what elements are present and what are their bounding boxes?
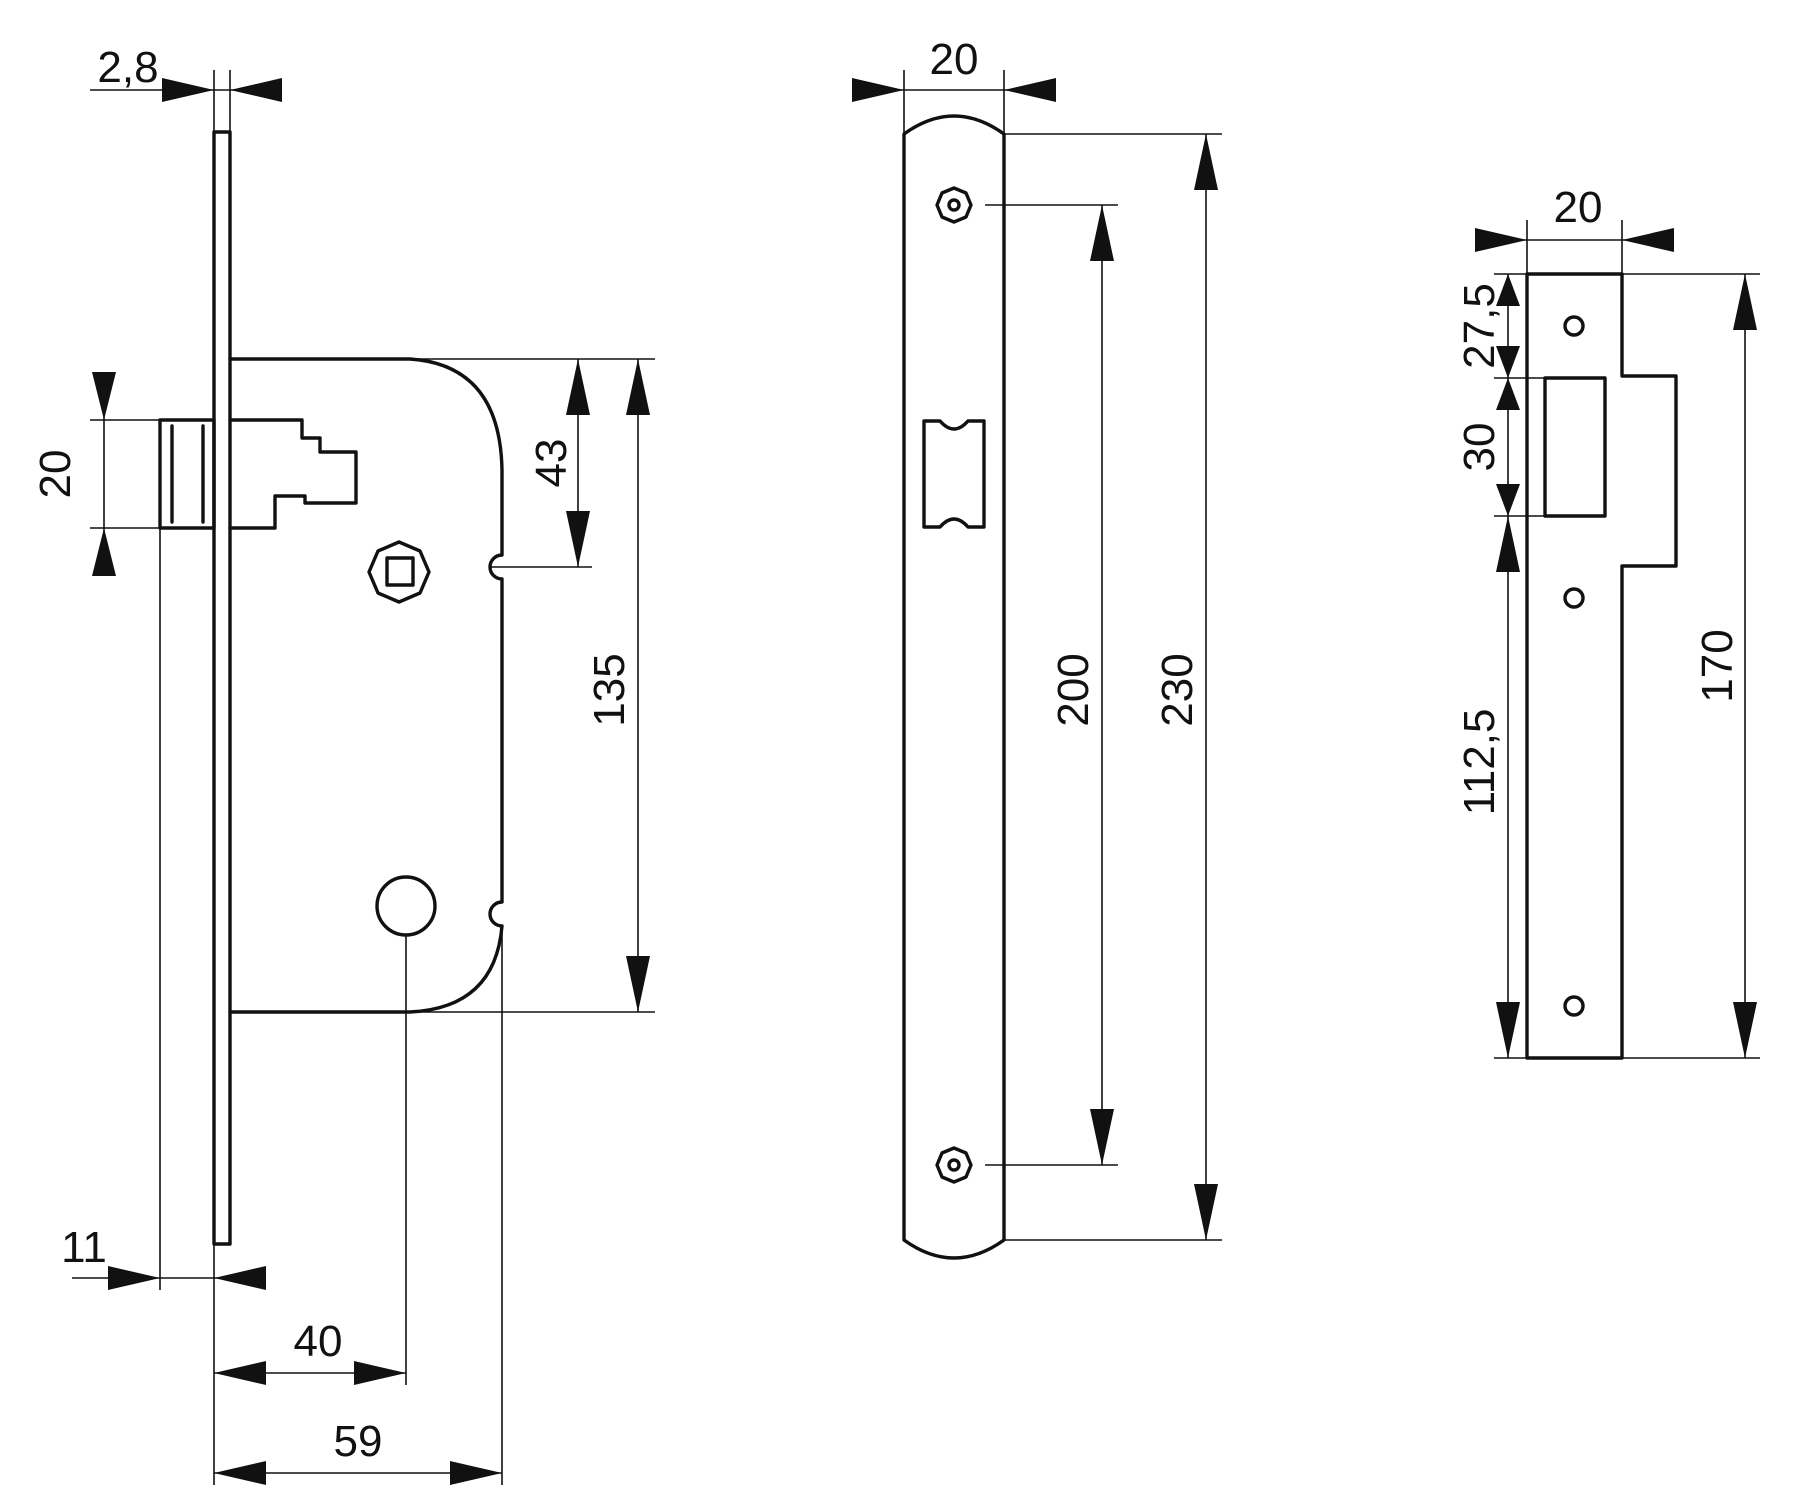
screw-top-icon (935, 186, 973, 224)
dim-strike-length: 170 (1693, 629, 1742, 702)
lock-case-outline (228, 357, 504, 1014)
dim-screw-spacing: 200 (1049, 653, 1098, 726)
dim-strike-top-to-opening: 27,5 (1455, 283, 1504, 369)
dim-front-plate-length: 230 (1153, 653, 1202, 726)
dim-front-plate-width: 20 (930, 35, 979, 84)
spindle-square-icon (385, 556, 415, 587)
dim-backset: 59 (334, 1417, 383, 1466)
spindle-follower-icon (367, 540, 431, 604)
strike-screw-middle-icon (1563, 587, 1585, 609)
latch-mechanism (228, 418, 358, 530)
strike-plate-view: 20 27,5 30 112,5 170 (1455, 183, 1760, 1060)
keyhole-icon (375, 875, 437, 937)
strike-screw-top-icon (1563, 315, 1585, 337)
strike-opening (1543, 376, 1607, 518)
lock-body-view: 2,8 20 43 135 11 40 59 (31, 43, 655, 1485)
front-plate-view: 20 200 230 (852, 35, 1222, 1260)
strike-screw-bottom-icon (1563, 995, 1585, 1017)
dim-strike-opening-height: 30 (1455, 423, 1504, 472)
latch-opening (922, 419, 986, 529)
screw-bottom-icon (935, 1146, 973, 1184)
lock-faceplate (212, 130, 232, 1246)
dim-keyhole-backset: 40 (294, 1317, 343, 1366)
dim-latch-height: 20 (31, 450, 80, 499)
dim-latch-projection: 11 (61, 1223, 107, 1272)
strike-plate-outline (1525, 272, 1678, 1060)
dim-faceplate-thickness: 2,8 (97, 43, 158, 92)
front-plate-outline (902, 114, 1006, 1260)
dim-spindle-offset: 43 (527, 439, 576, 488)
dim-strike-width: 20 (1554, 183, 1603, 232)
dim-centre-distance: 135 (585, 653, 634, 726)
dim-strike-opening-to-bottom: 112,5 (1455, 709, 1504, 816)
latch-bolt (158, 418, 216, 530)
